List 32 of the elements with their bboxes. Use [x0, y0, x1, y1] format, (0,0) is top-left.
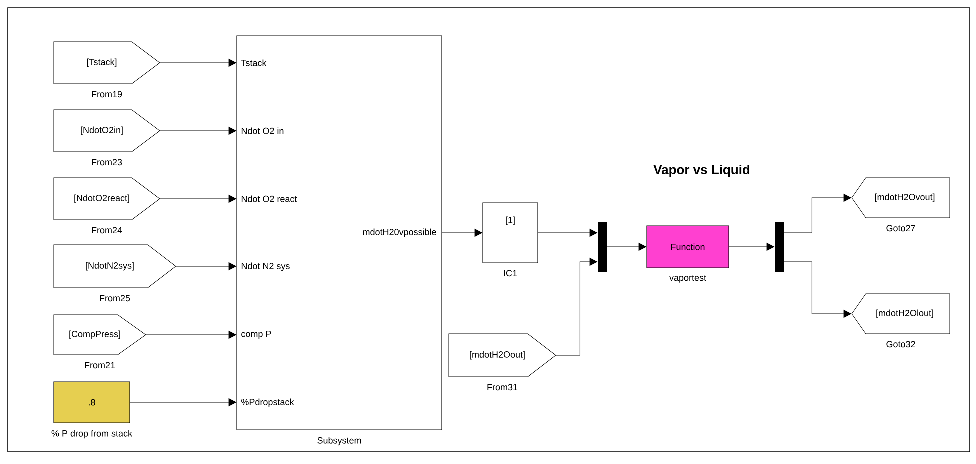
port-label: Ndot O2 react [242, 196, 298, 202]
block-label: Goto32 [886, 341, 916, 348]
port-label: Ndot O2 in [242, 128, 284, 134]
block-label: vaportest [670, 275, 706, 283]
subsystem-block [236, 36, 442, 430]
block-label: From31 [488, 384, 518, 391]
constant-block: .8 [54, 382, 130, 424]
block-label: Subsystem [318, 437, 362, 446]
port-label: mdotH20vpossible [363, 228, 436, 238]
from-block: [NdotO2react] [54, 178, 160, 220]
from-block: [CompPress] [54, 314, 146, 356]
port-label: Ndot N2 sys [242, 262, 290, 272]
initial-condition-block: [1] [482, 202, 538, 264]
goto-block: [mdotH2Olout] [852, 294, 950, 334]
port-label: Tstack [241, 60, 267, 66]
from-block: [mdotH2Oout] [448, 334, 556, 378]
block-label: From25 [100, 295, 130, 302]
block-label: % P drop from stack [52, 430, 133, 439]
diagram-title: Vapor vs Liquid [654, 164, 750, 178]
from-block: [NdotN2sys] [54, 244, 176, 288]
block-label: From19 [92, 91, 122, 98]
goto-block: [mdotH2Ovout] [852, 178, 950, 218]
function-block: Function [646, 226, 730, 268]
block-label: Goto27 [886, 225, 916, 232]
block-label: From24 [92, 227, 122, 234]
block-label: From23 [92, 159, 122, 166]
from-block: [Tstack] [54, 42, 160, 84]
block-label: From21 [85, 362, 116, 369]
port-label: comp P [242, 330, 272, 340]
port-label: %Pdropstack [242, 398, 294, 408]
block-label: IC1 [504, 270, 518, 277]
from-block: [NdotO2in] [54, 110, 160, 152]
